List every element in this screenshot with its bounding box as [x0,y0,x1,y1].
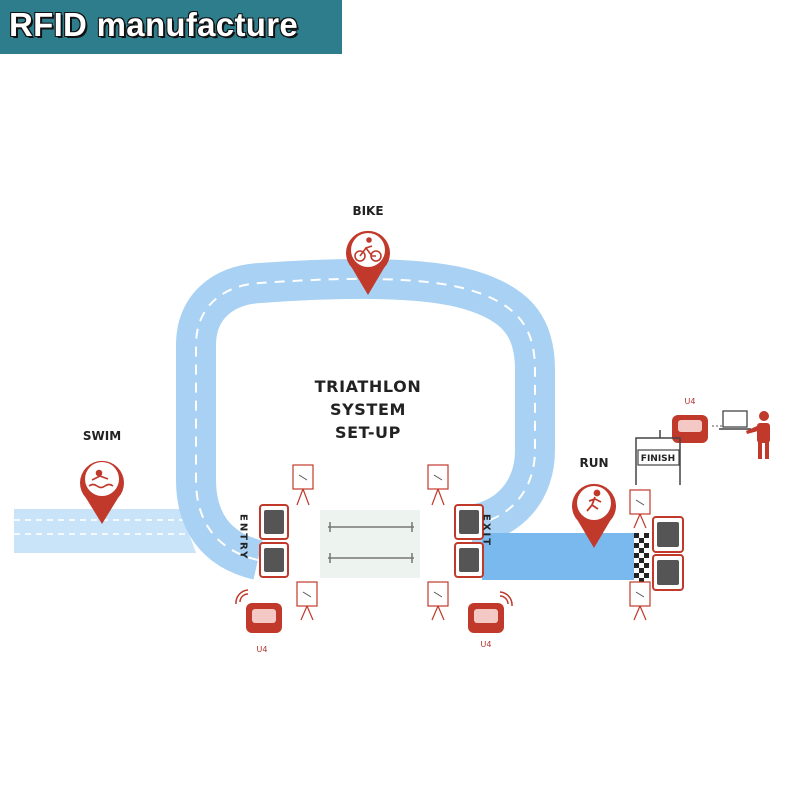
checker-square [639,558,644,563]
banner: RFID manufacture [0,0,342,54]
checker-square [639,543,644,548]
exit-timing-mat [454,504,484,578]
bike-pin [346,230,390,295]
finish-reader-label: U4 [685,397,696,406]
title-line-3: SET-UP [335,423,401,442]
checker-square [634,538,639,543]
bike-track [176,258,555,580]
checkered-line-icon [634,533,649,588]
exit-label: EXIT [481,514,492,547]
checker-square [639,548,644,553]
title-line-2: SYSTEM [330,400,406,419]
checker-square [644,558,649,563]
checker-square [639,538,644,543]
checker-square [634,563,639,568]
checker-square [639,563,644,568]
checker-square [644,543,649,548]
run-pin [572,483,616,548]
run-lane [482,533,640,580]
checker-square [644,548,649,553]
rfid-reader-icon [468,591,513,633]
person-icon [746,411,770,459]
checker-square [644,538,649,543]
swim-label: SWIM [83,429,121,443]
rfid-reader-icon [672,415,708,443]
cyclist-icon [354,237,382,262]
checker-square [639,568,644,573]
checker-square [634,548,639,553]
checker-square [644,563,649,568]
bike-label: BIKE [352,204,383,218]
finish-timing-mat [652,516,684,591]
checker-square [639,533,644,538]
checker-square [639,553,644,558]
banner-title: RFID manufacture [9,6,299,43]
checker-square [644,578,649,583]
checker-square [634,568,639,573]
checker-square [644,533,649,538]
checker-square [634,533,639,538]
checker-square [634,578,639,583]
finish-label: FINISH [641,454,675,464]
run-label: RUN [579,456,608,470]
laptop-icon [712,410,751,430]
rfid-reader-icon [235,589,282,633]
entry-timing-mat [259,504,289,578]
title-line-1: TRIATHLON [315,377,422,396]
swimmer-icon [88,469,114,489]
swim-lane [14,509,196,553]
checker-square [634,553,639,558]
swim-pin [80,460,124,524]
checker-square [644,553,649,558]
checker-square [644,568,649,573]
finish-arch [635,430,681,485]
transition-area [320,510,420,578]
checker-square [639,573,644,578]
runner-icon [586,489,602,512]
checker-square [634,543,639,548]
checker-square [634,558,639,563]
exit-reader-label: U4 [481,640,492,649]
checker-square [634,573,639,578]
checker-square [639,578,644,583]
checker-square [644,573,649,578]
entry-label: ENTRY [238,514,249,560]
entry-reader-label: U4 [257,645,268,654]
